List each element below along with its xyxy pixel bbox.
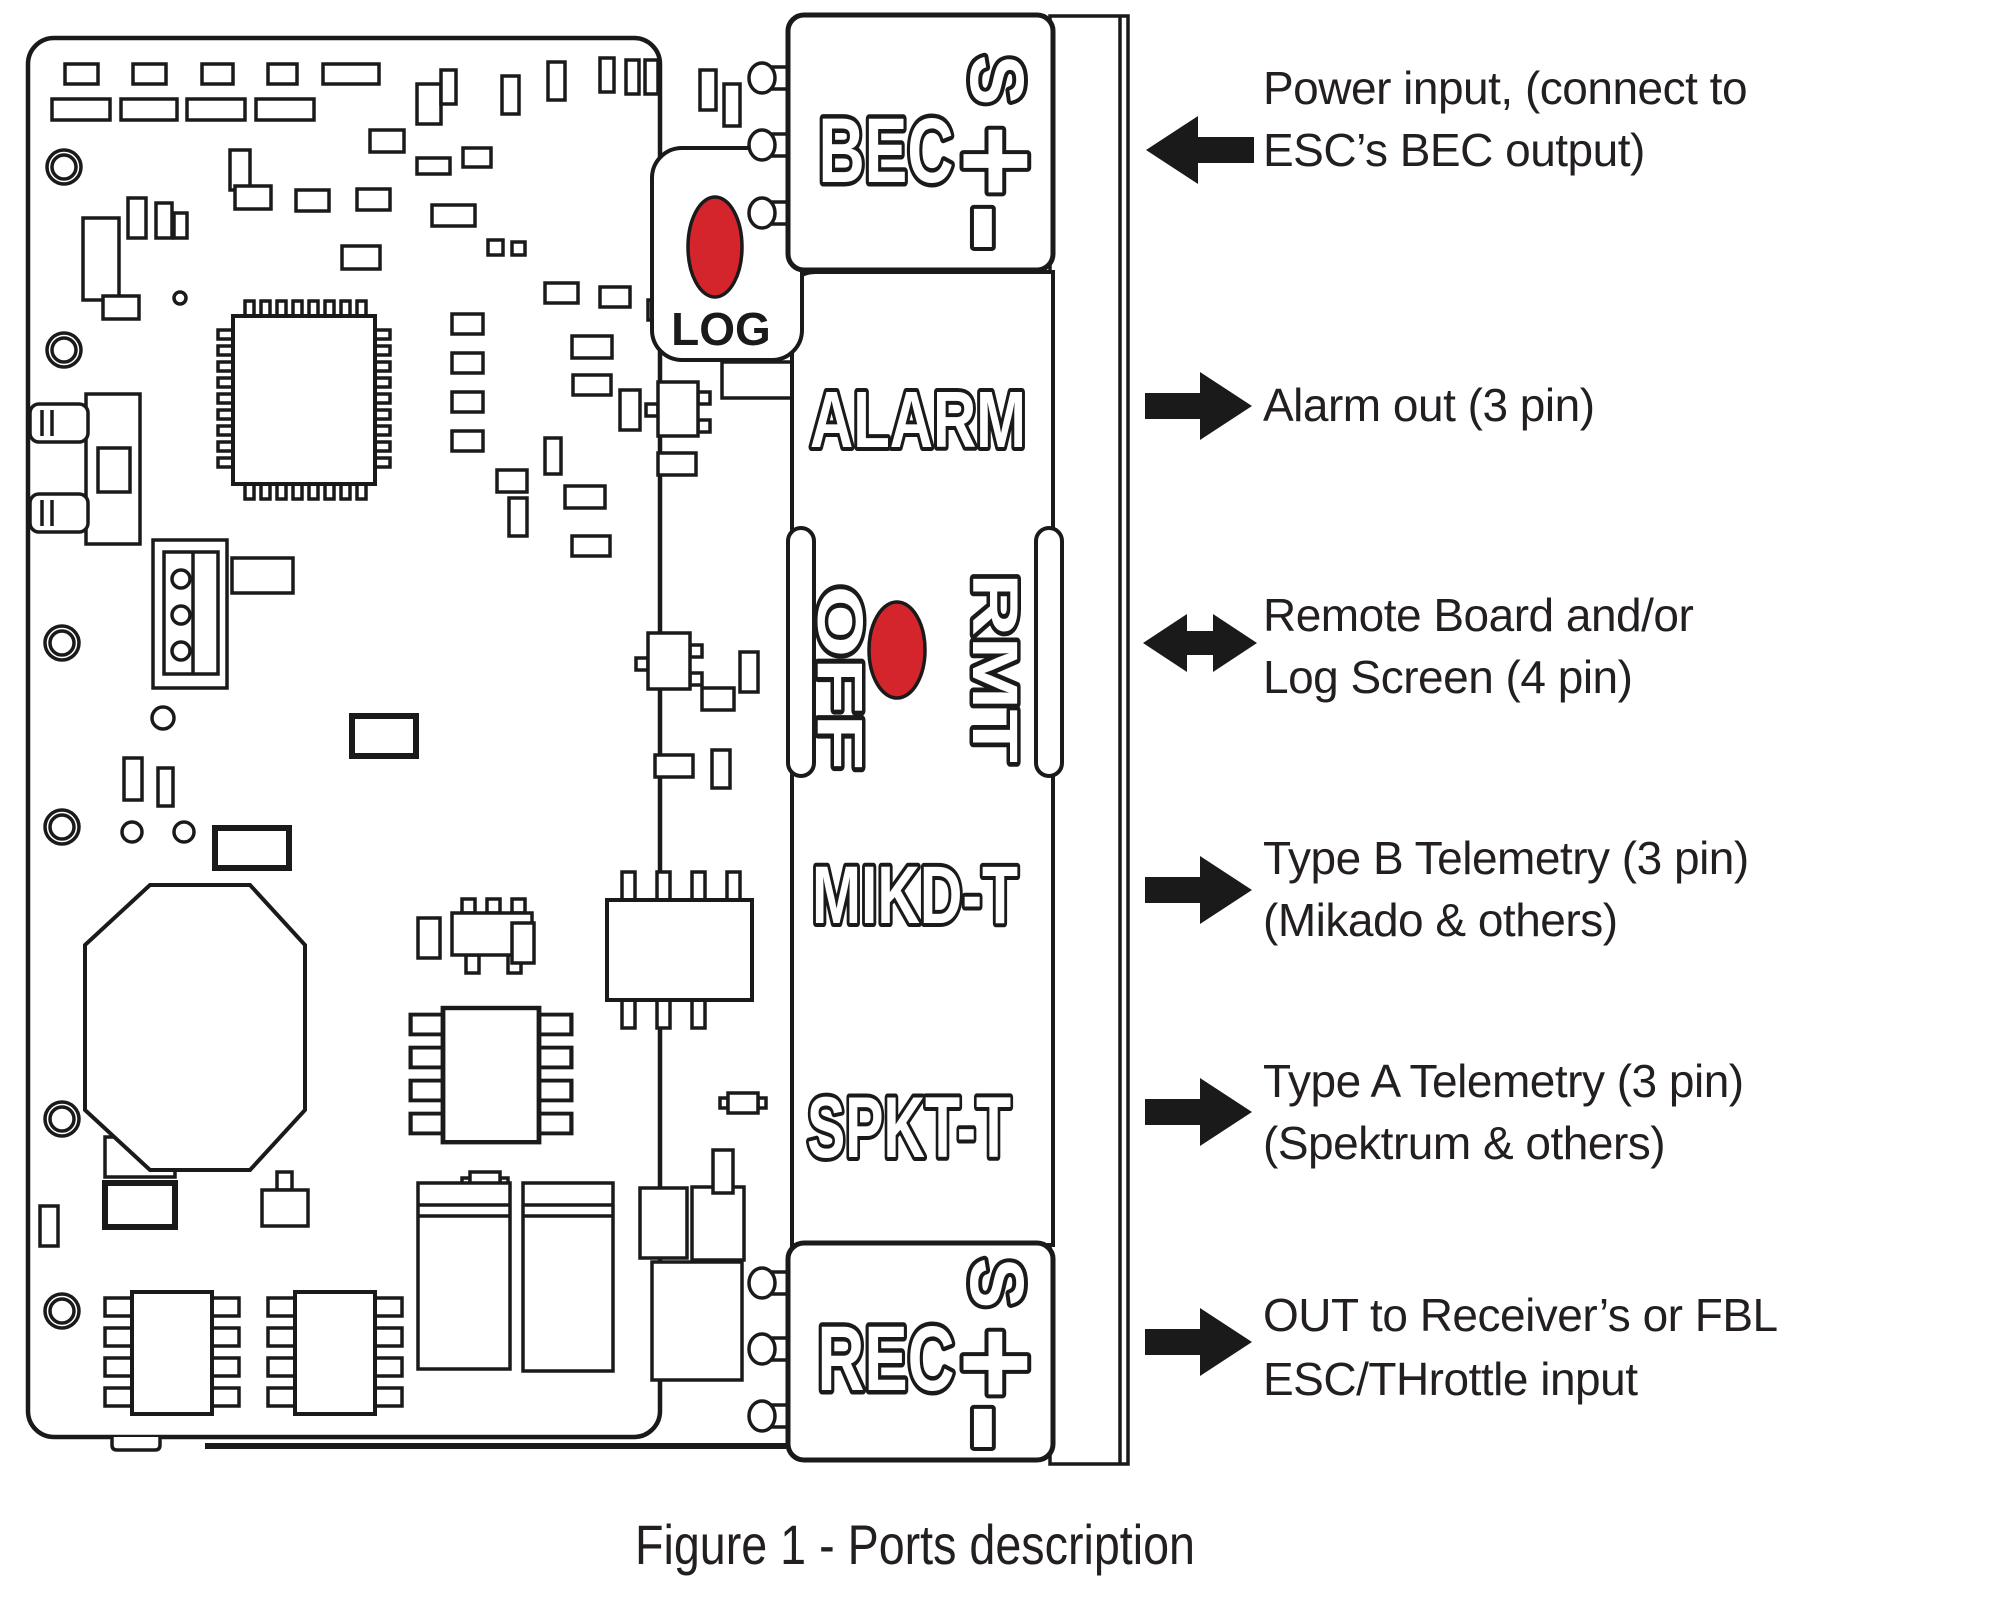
annotation-text: Alarm out (3 pin) — [1263, 379, 1595, 431]
usb-connector — [28, 392, 142, 546]
rec-signal-plus: + — [927, 1327, 1066, 1400]
port-label-rmt: RMT — [959, 573, 1031, 763]
qfp-chip — [216, 299, 392, 501]
annotation-rec: OUT to Receiver’s or FBL ESC/THrottle in… — [1145, 1289, 1778, 1405]
bec-signal-minus: - — [912, 203, 1080, 253]
port-label-rec: REC — [818, 1308, 955, 1410]
port-label-bec: BEC — [819, 100, 954, 202]
rmt-clip — [1034, 526, 1064, 778]
arrow-right-icon — [1145, 1078, 1252, 1146]
annotation-text: ESC/THrottle input — [1263, 1353, 1638, 1405]
annotation-text: (Spektrum & others) — [1263, 1117, 1665, 1169]
pin-header — [151, 538, 229, 690]
figure-caption: Figure 1 - Ports description — [635, 1513, 1195, 1576]
ic-chip — [605, 870, 754, 1030]
rec-connector — [785, 1240, 1056, 1463]
arrow-right-icon — [1145, 1308, 1252, 1376]
annotation-text: Remote Board and/or — [1263, 589, 1693, 641]
port-label-mikd-t: MIKD-T — [812, 850, 1018, 941]
arrow-right-icon — [1145, 856, 1252, 924]
smd-components — [38, 56, 802, 1382]
annotation-mikd: Type B Telemetry (3 pin) (Mikado & other… — [1145, 832, 1749, 946]
port-label-alarm: ALARM — [810, 375, 1026, 464]
annotation-text: Type A Telemetry (3 pin) — [1263, 1055, 1744, 1107]
annotation-alarm: Alarm out (3 pin) — [1145, 372, 1595, 440]
rec-signal-s: S — [954, 1258, 1039, 1309]
port-rec: REC S + - — [747, 1240, 1084, 1463]
port-bec: BEC S + - — [747, 12, 1084, 273]
port-label-spkt-t: SPKT-T — [807, 1080, 1011, 1176]
capacitor — [416, 1181, 615, 1373]
bec-connector — [785, 12, 1056, 273]
arrow-right-icon — [1145, 372, 1252, 440]
rmt-clip — [786, 526, 816, 778]
annotation-text: OUT to Receiver’s or FBL — [1263, 1289, 1778, 1341]
piezo-buzzer-icon — [83, 883, 307, 1172]
annotation-text: Log Screen (4 pin) — [1263, 651, 1632, 703]
arrow-left-icon — [1146, 116, 1254, 184]
annotation-spkt: Type A Telemetry (3 pin) (Spektrum & oth… — [1145, 1055, 1744, 1169]
port-label-off: OFF — [804, 586, 876, 771]
arrow-double-icon — [1143, 614, 1257, 672]
annotation-text: (Mikado & others) — [1263, 894, 1618, 946]
annotation-text: Power input, (connect to — [1263, 62, 1747, 114]
annotation-text: ESC’s BEC output) — [1263, 124, 1645, 176]
rec-signal-minus: - — [912, 1403, 1080, 1453]
annotation-bec: Power input, (connect to ESC’s BEC outpu… — [1146, 62, 1748, 184]
log-led — [686, 195, 744, 299]
rmt-led — [867, 600, 927, 700]
bec-signal-s: S — [954, 55, 1039, 106]
annotation-text: Type B Telemetry (3 pin) — [1263, 832, 1749, 884]
log-led-label: LOG — [671, 303, 771, 355]
bec-signal-plus: + — [927, 125, 1066, 198]
mounting-holes — [43, 148, 83, 1330]
annotation-rmt: Remote Board and/or Log Screen (4 pin) — [1143, 589, 1694, 703]
